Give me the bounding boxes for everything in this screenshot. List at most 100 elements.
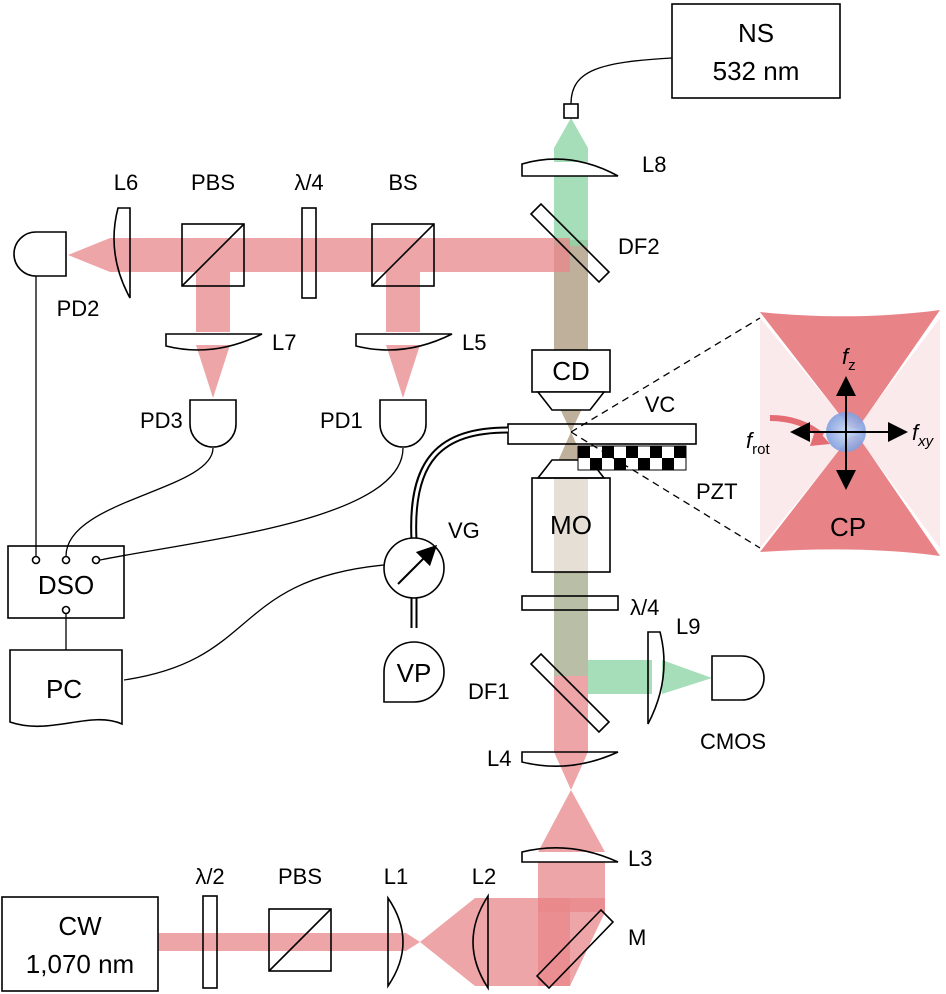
beam-mo-body [554, 470, 588, 574]
cmos-camera [711, 655, 765, 701]
beam-paths [68, 118, 712, 986]
lens-l9-label: L9 [676, 614, 700, 639]
ir-beam-cw-to-l1 [158, 933, 406, 951]
vacuum-line [410, 426, 509, 628]
ir-beam-l3-focus [538, 790, 605, 852]
quarter-wave-upper-label: λ/4 [294, 170, 323, 195]
lens-l3 [521, 846, 619, 863]
lens-l9 [647, 631, 665, 725]
half-wave-plate [202, 895, 218, 989]
beam-splitter-bs [371, 223, 435, 287]
pzt-cell [674, 446, 686, 458]
half-wave-plate-label: λ/2 [195, 864, 224, 889]
cp-label: CP [830, 512, 866, 542]
mirror-label: M [628, 925, 646, 950]
pd1-label: PD1 [320, 408, 363, 433]
lens-l8 [521, 158, 619, 177]
pzt-cell [614, 446, 626, 458]
lens-l1-label: L1 [384, 864, 408, 889]
vacuum-chamber [507, 423, 697, 445]
ir-beam-expansion [406, 933, 420, 951]
oscilloscope-dso: DSO [7, 545, 125, 619]
lens-l6 [113, 207, 131, 299]
pzt-cell [602, 446, 614, 458]
fz-label: fz [842, 344, 856, 374]
pbs-top-label: PBS [191, 170, 235, 195]
lens-l7 [165, 333, 263, 351]
vc-label: VC [645, 392, 676, 417]
lens-l6-label: L6 [114, 170, 138, 195]
pzt-cell [614, 458, 626, 470]
signal-wires [35, 276, 404, 681]
cw-label: CW [58, 911, 102, 941]
ns-laser: NS 532 nm [671, 3, 841, 99]
green-beam-l9-focus [662, 660, 712, 694]
pzt-border [577, 445, 687, 471]
lens-l7-label: L7 [272, 330, 296, 355]
photodiode-pd2 [13, 231, 67, 277]
bs-label: BS [388, 170, 417, 195]
pzt-cell [650, 446, 662, 458]
ir-beam-pd3-focus [196, 345, 230, 398]
cone-lower [760, 436, 940, 556]
cd-label: CD [552, 356, 590, 386]
ir-beam-mirror-turn [538, 898, 605, 986]
ir-beam-df2-left [110, 238, 570, 272]
quarter-wave-plate-upper [301, 207, 317, 299]
dichroic-df2 [529, 202, 611, 284]
ir-beam-bs-down [386, 272, 420, 332]
pzt-label: PZT [696, 479, 738, 504]
lens-l8-label: L8 [642, 152, 666, 177]
pzt-cell [638, 446, 650, 458]
df1-label: DF1 [468, 679, 510, 704]
cw-wavelength: 1,070 nm [26, 949, 134, 979]
lens-l3-label: L3 [628, 846, 652, 871]
cw-laser: CW 1,070 nm [1, 896, 159, 992]
pbs-bottom-label: PBS [278, 864, 322, 889]
cmos-label: CMOS [700, 729, 766, 754]
lens-l1 [387, 895, 404, 989]
green-beam-mo-to-df1 [554, 572, 588, 676]
quarter-wave-plate-lower [521, 595, 619, 611]
ir-beam-l4-diverge [554, 752, 588, 790]
mirror-m [535, 908, 615, 990]
trap-inset [570, 310, 940, 556]
lens-l2-label: L2 [472, 864, 496, 889]
green-beam-to-cmos [588, 660, 652, 694]
vacuum-pump [383, 641, 445, 703]
green-beam-to-l8 [554, 148, 588, 162]
ns-wavelength: 532 nm [713, 56, 800, 86]
photodiode-pd1 [379, 399, 427, 448]
lens-l4-label: L4 [487, 746, 511, 771]
lens-l2 [472, 893, 489, 991]
pzt-cell [626, 446, 638, 458]
lens-l5 [355, 333, 453, 351]
ir-beam-m-to-l3 [538, 862, 605, 912]
dichroic-df1 [529, 652, 611, 734]
fxy-label: fxy [912, 420, 935, 450]
cone-upper [760, 310, 940, 428]
pzt-cell [590, 446, 602, 458]
frot-label: frot [746, 428, 770, 458]
vg-label: VG [448, 518, 480, 543]
pzt-cell [674, 458, 686, 470]
pzt-cell [662, 458, 674, 470]
pc-label: PC [46, 674, 82, 704]
pzt-cell [626, 458, 638, 470]
photodiode-pd3 [189, 399, 237, 448]
lens-l5-label: L5 [462, 330, 486, 355]
fiber-coupler [563, 103, 579, 119]
computer-pc: PC [9, 649, 123, 728]
mo-label: MO [550, 510, 592, 540]
condenser-cd [531, 349, 611, 411]
ir-beam-pd1-focus [386, 345, 420, 398]
pzt-cell [578, 458, 590, 470]
pzt-cell [590, 458, 602, 470]
fiber-cable [570, 57, 673, 105]
vp-label: VP [397, 658, 432, 688]
pd3-label: PD3 [140, 408, 183, 433]
pzt-cell [650, 458, 662, 470]
green-beam-l8-df2 [554, 176, 588, 246]
pzt-cell [578, 446, 590, 458]
